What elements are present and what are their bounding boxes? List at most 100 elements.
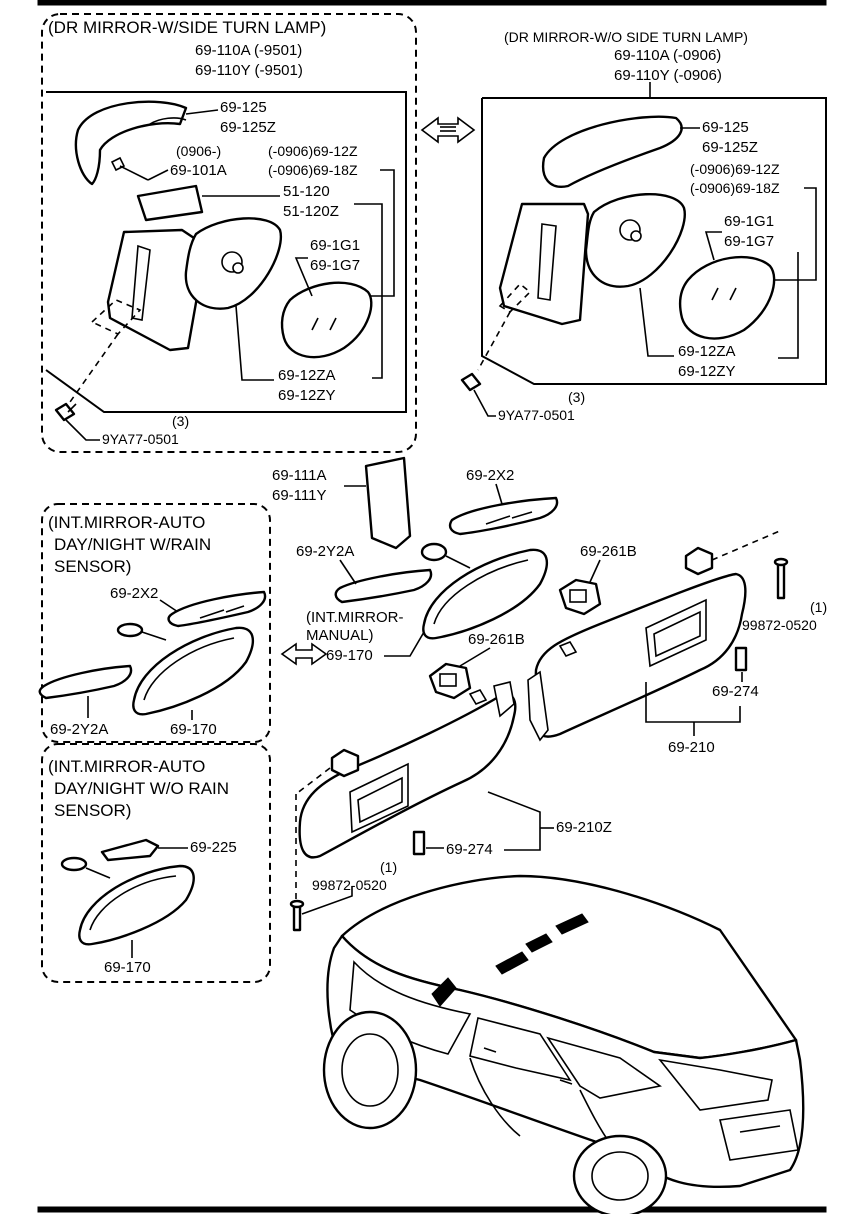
mirror-cover-right	[541, 115, 683, 188]
roof-visor-patch-3	[555, 913, 589, 935]
visor-clip-left	[412, 830, 426, 856]
label-69-110A-right: 69-110A (-0906)	[614, 47, 721, 64]
screw-99872-top	[776, 560, 786, 600]
label-69-210Z: 69-210Z	[556, 819, 612, 836]
mirror-assembly-outline-left	[45, 91, 407, 413]
mirror-glass-left	[280, 281, 373, 359]
label-69-1G7-left: 69-1G7	[310, 257, 360, 274]
bolt-9YA77-right	[460, 372, 482, 392]
label-69-170-center: 69-170	[326, 647, 373, 664]
visor-pivot-right	[684, 546, 714, 576]
visor-clip-right	[734, 646, 748, 672]
label-69-2Y2A-rain: 69-2Y2A	[50, 721, 108, 738]
label-12Z-right: (-0906)69-12Z	[690, 161, 780, 177]
rain-title-3: SENSOR)	[54, 557, 131, 576]
top-border	[37, 0, 827, 6]
dr-mirror-without-lamp-title: (DR MIRROR-W/O SIDE TURN LAMP)	[504, 29, 748, 45]
mirror-glass-right	[678, 255, 776, 340]
car-mirror-patch	[431, 977, 457, 1007]
label-12Z-left: (-0906)69-12Z	[268, 143, 358, 159]
norain-title-3: SENSOR)	[54, 801, 131, 820]
dr-mirror-with-lamp-frame	[41, 13, 417, 453]
label-69-125Z-right: 69-125Z	[702, 139, 758, 156]
label-69-125-right: 69-125	[702, 119, 749, 136]
bottom-border	[37, 1206, 827, 1213]
mirror-assembly-outline-right	[481, 97, 827, 385]
mirror-mount-cover	[364, 456, 412, 550]
label-69-12ZY-left: 69-12ZY	[278, 387, 336, 404]
manual-alternative-arrow	[280, 642, 328, 666]
trim-2Y2A-rain	[38, 664, 133, 700]
int-mirror-norain-frame	[41, 743, 271, 983]
label-69-125Z-left: 69-125Z	[220, 119, 276, 136]
mirror-mount-norain	[60, 856, 88, 872]
label-69-1G7-right: 69-1G7	[724, 233, 774, 250]
label-69-170-norain: 69-170	[104, 959, 151, 976]
label-69-12ZA-left: 69-12ZA	[278, 367, 336, 384]
label-69-111Y: 69-111Y	[272, 487, 327, 504]
label-18Z-right: (-0906)69-18Z	[690, 180, 780, 196]
label-99872-top: 99872-0520	[742, 617, 817, 633]
label-69-1G1-right: 69-1G1	[724, 213, 774, 230]
int-mirror-rain-group: (INT.MIRROR-AUTO DAY/NIGHT W/RAIN SENSOR…	[38, 503, 271, 743]
label-9YA77-left: 9YA77-0501	[102, 431, 179, 447]
manual-mirror-title-1: (INT.MIRROR-	[306, 609, 404, 626]
mirror-mount	[420, 542, 448, 562]
vanity-mirror-left	[349, 762, 409, 834]
manual-mirror-title-2: MANUAL)	[306, 627, 374, 644]
harness-69-225	[100, 838, 160, 862]
norain-title-1: (INT.MIRROR-AUTO	[48, 757, 205, 776]
label-qty-1-bottom: (1)	[380, 859, 397, 875]
label-69-12ZA-right: 69-12ZA	[678, 343, 736, 360]
label-99872-bottom: 99872-0520	[312, 877, 387, 893]
bolt-9YA77-left	[54, 402, 76, 422]
turn-lamp-bracket	[136, 184, 204, 222]
vehicle-illustration	[322, 874, 805, 1218]
label-69-2Y2A-center: 69-2Y2A	[296, 543, 354, 560]
label-qty-1-top: (1)	[810, 599, 827, 615]
label-51-120Z: 51-120Z	[283, 203, 339, 220]
interior-mirror-manual	[422, 548, 549, 640]
label-69-110A-left: 69-110A (-9501)	[195, 42, 302, 59]
interior-mirror-norain	[78, 864, 195, 946]
mirror-mount-rain	[116, 622, 144, 638]
trim-2Y2A-center	[334, 568, 433, 604]
label-69-101A: 69-101A	[170, 162, 227, 179]
int-mirror-rain-frame	[41, 503, 271, 743]
visor-pivot-left	[330, 748, 360, 778]
sensor-cover-rain	[167, 590, 267, 628]
dr-mirror-without-lamp-group: (DR MIRROR-W/O SIDE TURN LAMP) 69-110A (…	[460, 29, 827, 423]
label-69-274-right: 69-274	[712, 683, 759, 700]
interior-parts-group: 69-111A 69-111Y 69-2X2 69-2Y2A (INT.MIRR…	[272, 456, 827, 932]
label-69-225: 69-225	[190, 839, 237, 856]
label-51-120: 51-120	[283, 183, 330, 200]
roof-visor-patch-1	[495, 951, 529, 975]
label-69-2X2-rain: 69-2X2	[110, 585, 158, 602]
label-69-1G1-left: 69-1G1	[310, 237, 360, 254]
rain-title-2: DAY/NIGHT W/RAIN	[54, 535, 211, 554]
label-69-170-rain: 69-170	[170, 721, 217, 738]
label-69-210: 69-210	[668, 739, 715, 756]
label-69-111A: 69-111A	[272, 467, 327, 484]
car-tailgate	[719, 1109, 799, 1161]
mirror-alternative-arrow	[420, 116, 476, 144]
label-69-261B-top: 69-261B	[580, 543, 637, 560]
label-69-110Y-left: 69-110Y (-9501)	[195, 62, 303, 79]
label-18Z-left: (-0906)69-18Z	[268, 162, 358, 178]
label-69-110Y-right: 69-110Y (-0906)	[614, 67, 722, 84]
label-69-2X2-center: 69-2X2	[466, 467, 514, 484]
car-front-window	[469, 1017, 572, 1082]
label-9YA77-right: 9YA77-0501	[498, 407, 575, 423]
car-rear-window	[546, 1036, 662, 1099]
sensor-cover-2X2	[448, 496, 559, 536]
label-qty-3-right: (3)	[568, 389, 585, 405]
label-qty-3-left: (3)	[172, 413, 189, 429]
int-mirror-norain-group: (INT.MIRROR-AUTO DAY/NIGHT W/O RAIN SENS…	[41, 743, 271, 983]
dr-mirror-with-lamp-group: (DR MIRROR-W/SIDE TURN LAMP) 69-110A (-9…	[41, 13, 417, 453]
rain-title-1: (INT.MIRROR-AUTO	[48, 513, 205, 532]
label-69-12ZY-right: 69-12ZY	[678, 363, 736, 380]
label-69-125-left: 69-125	[220, 99, 267, 116]
interior-mirror-rain	[132, 626, 255, 716]
